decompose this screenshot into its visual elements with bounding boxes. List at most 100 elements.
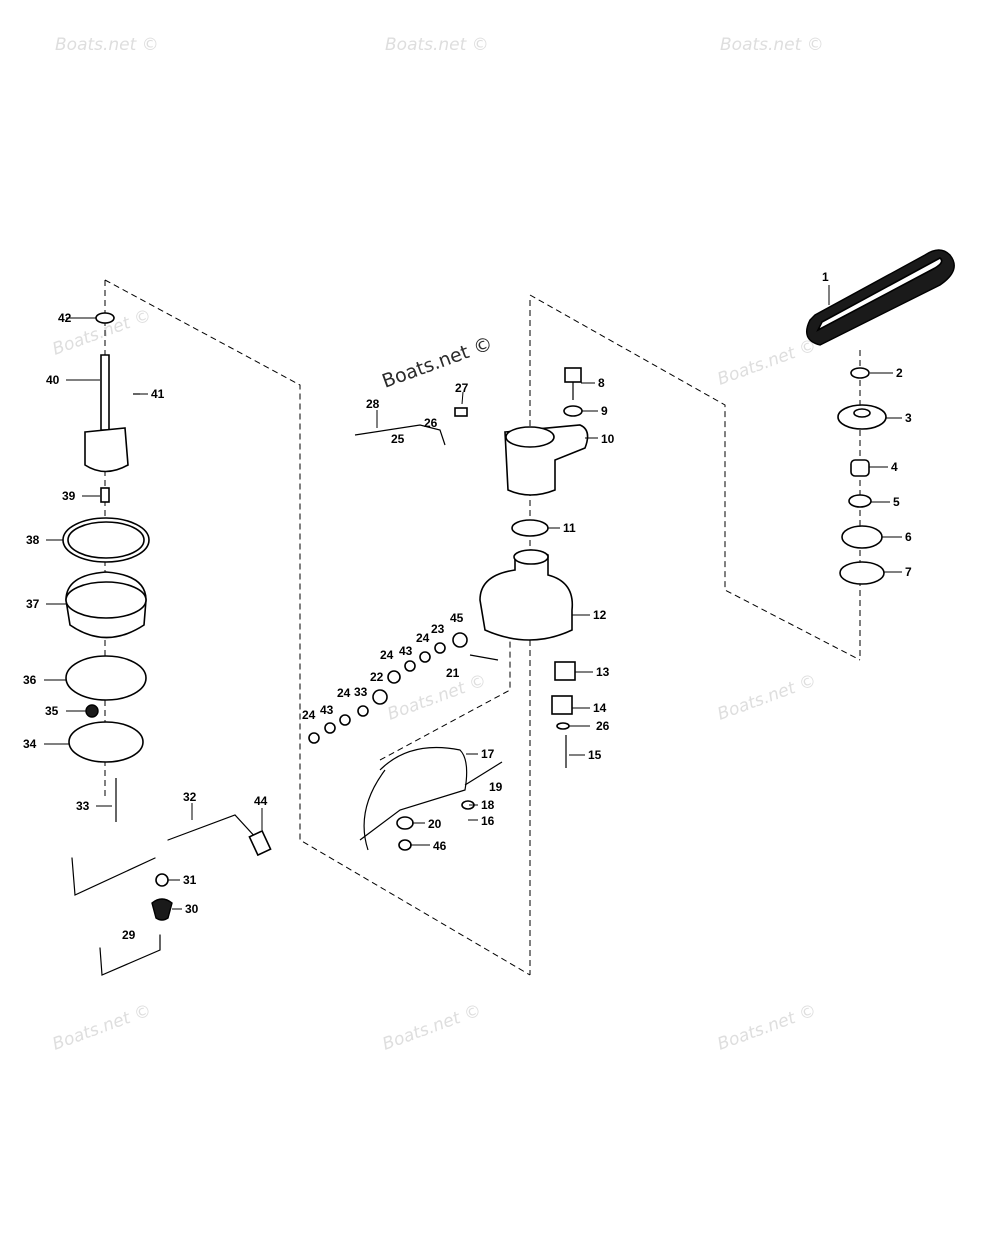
callout-label: 33 xyxy=(354,685,368,699)
hose-assembly xyxy=(71,814,272,976)
callout-label: 43 xyxy=(320,703,334,717)
pulley-assembly xyxy=(806,249,955,585)
rotor-cup-rim xyxy=(65,581,147,619)
washer xyxy=(556,722,570,730)
callout-label: 13 xyxy=(596,665,610,679)
callout-label: 2 xyxy=(896,366,903,380)
callout-label: 28 xyxy=(366,397,380,411)
spacer xyxy=(324,722,336,734)
callout-label: 6 xyxy=(905,530,912,544)
shaft xyxy=(100,354,110,431)
callout-label: 7 xyxy=(905,565,912,579)
pulley-hub xyxy=(853,408,871,418)
retaining-ring xyxy=(841,525,883,549)
callout-label: 9 xyxy=(601,404,608,418)
nut xyxy=(85,704,99,718)
spacer xyxy=(308,732,320,744)
housing-top xyxy=(513,549,549,565)
long-bolt xyxy=(464,761,503,786)
watermark: Boats.net © xyxy=(715,335,819,389)
callout-labels: 1 2 3 4 5 6 7 8 9 10 11 12 13 14 15 16 1… xyxy=(23,270,912,942)
callout-label: 45 xyxy=(450,611,464,625)
callout-label: 14 xyxy=(593,701,607,715)
watermark: Boats.net © xyxy=(385,35,489,55)
cap xyxy=(151,898,173,921)
callout-label: 39 xyxy=(62,489,76,503)
washer xyxy=(563,405,583,417)
watermark-bold: Boats.net © xyxy=(379,332,495,392)
clamp xyxy=(155,873,169,887)
callout-label: 24 xyxy=(337,686,351,700)
spacer xyxy=(850,459,870,477)
callout-label: 22 xyxy=(370,670,384,684)
magnet-plate xyxy=(65,655,147,701)
callout-label: 38 xyxy=(26,533,40,547)
stator-connector-line xyxy=(379,640,511,761)
rotor-body xyxy=(84,427,129,473)
spacer xyxy=(339,714,351,726)
callout-label: 24 xyxy=(416,631,430,645)
callout-label: 12 xyxy=(593,608,607,622)
watermark: Boats.net © xyxy=(715,670,819,724)
timing-belt-inner xyxy=(816,257,943,332)
callout-label: 3 xyxy=(905,411,912,425)
bolt-head xyxy=(564,367,582,383)
nut xyxy=(850,367,870,379)
callout-label: 18 xyxy=(481,798,495,812)
coil-bracket xyxy=(359,746,468,841)
callout-label: 24 xyxy=(302,708,316,722)
callout-label: 11 xyxy=(563,521,576,535)
callout-label: 15 xyxy=(588,748,602,762)
spacer xyxy=(387,670,401,684)
spacer xyxy=(404,660,416,672)
callout-label: 29 xyxy=(122,928,136,942)
pin xyxy=(469,654,499,661)
callout-label: 30 xyxy=(185,902,199,916)
watermark: Boats.net © xyxy=(715,1000,819,1054)
hose xyxy=(167,814,259,841)
callout-label: 34 xyxy=(23,737,37,751)
watermark: Boats.net © xyxy=(55,35,159,55)
leader-line xyxy=(461,391,464,405)
watermark: Boats.net © xyxy=(720,35,824,55)
washer xyxy=(95,312,115,324)
callout-label: 20 xyxy=(428,817,442,831)
callout-label: 17 xyxy=(481,747,495,761)
hose-u xyxy=(99,934,161,976)
callout-label: 1 xyxy=(822,270,829,284)
callout-label: 24 xyxy=(380,648,394,662)
callout-label: 31 xyxy=(183,873,197,887)
spacer xyxy=(357,705,369,717)
callout-label: 21 xyxy=(446,666,460,680)
alignment-lines xyxy=(104,279,861,976)
grommet xyxy=(452,632,468,648)
callout-label: 32 xyxy=(183,790,197,804)
spacer xyxy=(372,689,388,705)
callout-label: 41 xyxy=(151,387,165,401)
coil-bracket-arc xyxy=(363,769,386,851)
sensor xyxy=(454,407,468,417)
nut xyxy=(398,839,412,851)
spacer xyxy=(419,651,431,663)
o-ring-large-inner xyxy=(67,521,145,559)
bracket-ring xyxy=(505,426,555,448)
watermark: Boats.net © xyxy=(50,1000,154,1054)
spark-lead xyxy=(354,424,446,446)
housing xyxy=(479,549,574,641)
callout-label: 5 xyxy=(893,495,900,509)
callout-label: 36 xyxy=(23,673,37,687)
callout-label: 16 xyxy=(481,814,495,828)
callout-label: 44 xyxy=(254,794,268,808)
watermark: Boats.net © xyxy=(380,1000,484,1054)
callout-label: 43 xyxy=(399,644,413,658)
distributor-assembly xyxy=(308,367,589,851)
base-plate xyxy=(68,721,144,763)
leader-lines xyxy=(44,285,902,910)
o-ring xyxy=(511,519,549,537)
callout-label: 19 xyxy=(489,780,503,794)
callout-label: 37 xyxy=(26,597,40,611)
callout-label: 26 xyxy=(596,719,610,733)
rotor-assembly xyxy=(62,312,150,822)
callout-label: 27 xyxy=(455,381,469,395)
